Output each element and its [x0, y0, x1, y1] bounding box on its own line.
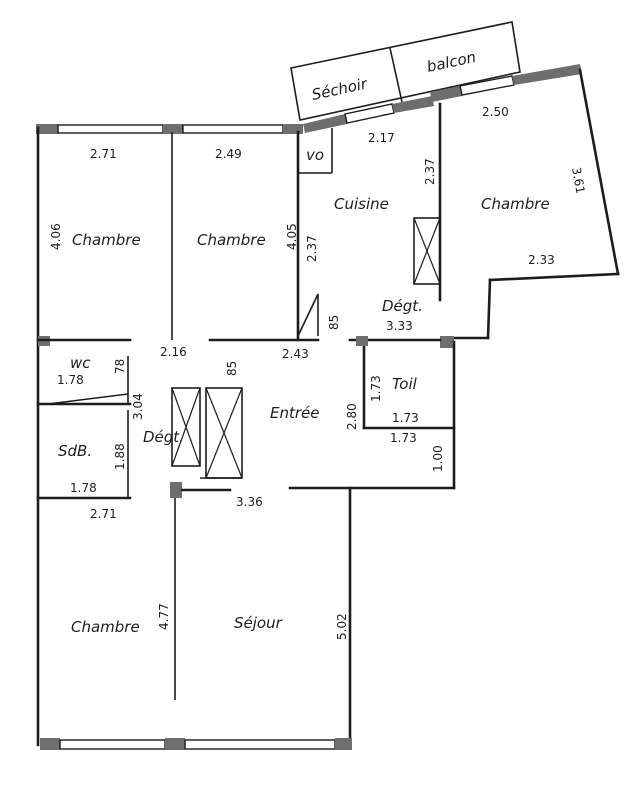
dim-degt-w-depth: 3.04 [131, 393, 145, 420]
dim-wc-width: 1.78 [57, 373, 84, 387]
dim-passage-243: 2.43 [282, 347, 309, 361]
wall [486, 278, 492, 340]
room-labels: Séchoir balcon vo Cuisine Chambre Chambr… [58, 48, 550, 636]
dim-chambre-sw-width: 2.71 [90, 507, 117, 521]
dim-wc-depth: 78 [113, 359, 127, 374]
balcony-block [290, 21, 521, 121]
wall-hatch [36, 124, 58, 134]
dim-entree-173: 1.73 [390, 431, 417, 445]
door-swing [297, 293, 319, 337]
label-chambre-n: Chambre [197, 231, 266, 249]
duct-cross [205, 387, 243, 479]
dim-toil-depth: 1.73 [369, 375, 383, 402]
dim-cuisine-width: 2.17 [368, 131, 395, 145]
wall-hatch [303, 114, 347, 133]
dim-chambre-ne-bottom: 2.33 [528, 253, 555, 267]
window-chambre-nw [57, 124, 164, 134]
wall [488, 272, 620, 282]
label-chambre-ne: Chambre [481, 195, 550, 213]
dim-chambre-ne-width: 2.50 [482, 105, 509, 119]
label-degt-n: Dégt. [382, 297, 423, 315]
dim-toil-width: 1.73 [392, 411, 419, 425]
dim-entree-280: 2.80 [345, 403, 359, 430]
label-balcon: balcon [425, 48, 477, 76]
window-chambre-n [182, 124, 284, 134]
label-cuisine: Cuisine [334, 195, 389, 213]
duct-cross [413, 217, 441, 285]
dim-chambre-n-depth: 4.05 [285, 223, 299, 250]
wall-hatch [165, 738, 185, 750]
label-sdb: SdB. [58, 442, 92, 460]
label-sechoir: Séchoir [310, 74, 369, 103]
dim-passage-216: 2.16 [160, 345, 187, 359]
door-swing [47, 393, 129, 405]
wall-hatch [40, 738, 60, 750]
label-chambre-sw: Chambre [71, 618, 140, 636]
dim-cuisine-depth-left: 2.37 [305, 235, 319, 262]
label-entree: Entrée [270, 404, 320, 422]
duct [171, 387, 201, 467]
wall-hatch [512, 64, 582, 85]
dim-chambre-nw-width: 2.71 [90, 147, 117, 161]
dim-chambre-n-width: 2.49 [215, 147, 242, 161]
dimension-labels: 2.71 2.49 4.06 4.05 2.37 2.17 2.37 2.50 … [49, 105, 587, 640]
window-chambre-sw [59, 739, 166, 750]
dim-door-85-mid: 85 [225, 361, 239, 376]
window-sejour [184, 739, 336, 750]
wall-hatch [335, 738, 352, 750]
dim-degt-n-width: 3.33 [386, 319, 413, 333]
dim-cuisine-depth-right: 2.37 [423, 158, 437, 185]
dim-sdb-width: 1.78 [70, 481, 97, 495]
wall-hatch [163, 124, 183, 134]
dim-sejour-depth: 5.02 [335, 613, 349, 640]
window-cuisine [344, 103, 395, 124]
wall-right-slanted [578, 68, 620, 276]
label-sejour: Séjour [234, 614, 283, 632]
dim-chambre-nw-depth: 4.06 [49, 223, 63, 250]
dim-entree-100: 1.00 [431, 445, 445, 472]
dim-sejour-width: 3.36 [236, 495, 263, 509]
label-chambre-nw: Chambre [72, 231, 141, 249]
label-degt-w: Dégt. [143, 428, 184, 446]
dim-chambre-sw-depth: 4.77 [157, 603, 171, 630]
dim-chambre-ne-depth: 3.61 [569, 166, 587, 195]
wall-hatch [283, 124, 303, 134]
wall-hatch [356, 336, 368, 346]
duct [413, 217, 441, 285]
wall-hatch [170, 482, 182, 498]
dim-sdb-depth: 1.88 [113, 443, 127, 470]
balcony-outline [290, 21, 521, 121]
wall-hatch [392, 96, 434, 113]
outer-walls [36, 64, 620, 750]
wall-hatch [440, 336, 454, 348]
inner-walls [36, 102, 456, 700]
label-toil: Toil [392, 375, 418, 393]
balcony-divider [389, 47, 403, 103]
label-wc: wc [70, 354, 91, 372]
label-vo: vo [306, 146, 324, 164]
dim-door-85-top: 85 [327, 315, 341, 330]
duct-cross [171, 387, 201, 467]
wall-hatch [430, 86, 462, 102]
